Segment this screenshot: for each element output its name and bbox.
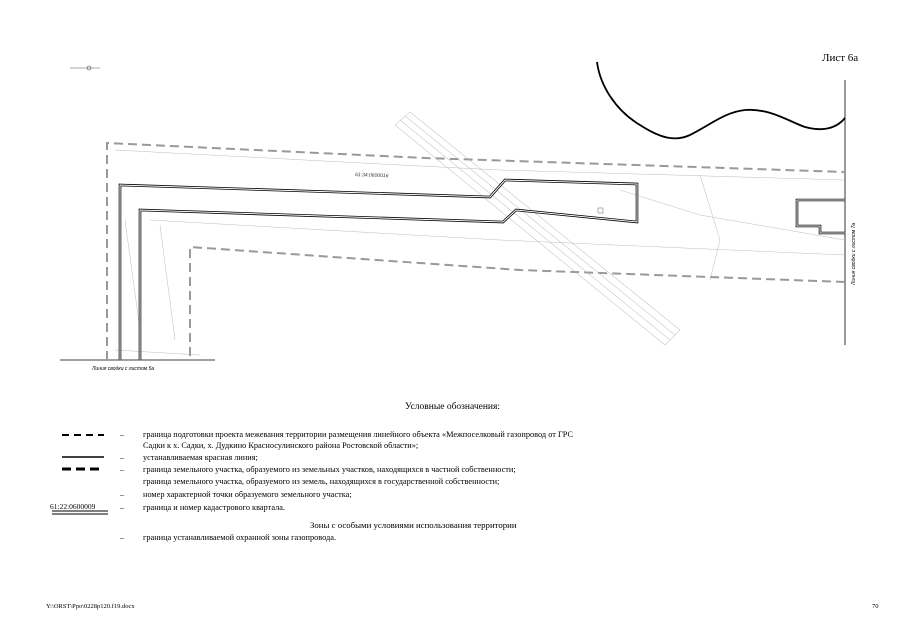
legend-text: граница и номер кадастрового квартала. xyxy=(143,503,285,512)
legend-title: Условные обозначения: xyxy=(405,402,501,412)
crossing-strip xyxy=(394,111,681,346)
legend-text: устанавливаемая красная линия; xyxy=(143,453,258,462)
legend-text: граница подготовки проекта межевания тер… xyxy=(143,430,573,439)
legend-dash: – xyxy=(120,453,125,462)
legend-text: граница земельного участка, образуемого … xyxy=(143,477,500,486)
parcel-code-label: 61:34:0600016 xyxy=(355,172,389,179)
legend-text: Садки к х. Садки, х. Дудкино Красносулин… xyxy=(143,441,419,450)
legend-text: граница земельного участка, образуемого … xyxy=(143,465,516,474)
north-arrow-icon xyxy=(70,65,100,71)
site-plan-map: 61:34:0600016 Линия сводки с листом 5а Л… xyxy=(60,61,857,372)
cadastral-code-label: 61:22:0600009 xyxy=(50,502,96,511)
bottom-junction-label: Линия сводки с листом 5а xyxy=(91,366,154,372)
footer-file-path: Y:\ORST\Ppo\0228p120.f19.docx xyxy=(46,603,135,610)
legend-dash: – xyxy=(120,465,125,474)
point-marker xyxy=(597,207,604,214)
legend-dash: – xyxy=(120,430,125,439)
pipeline-zone xyxy=(118,178,845,360)
legend-dash: – xyxy=(120,503,125,512)
parcel-lines xyxy=(114,149,846,356)
zones-title: Зоны с особыми условиями использования т… xyxy=(310,520,517,530)
legend-dash: – xyxy=(120,533,125,542)
sheet-label: Лист 6а xyxy=(822,52,859,64)
contour-line xyxy=(596,61,846,140)
legend-dash: – xyxy=(120,490,125,499)
project-boundary xyxy=(106,141,846,360)
legend-text: граница устанавливаемой охранной зоны га… xyxy=(143,533,337,542)
page-number: 70 xyxy=(872,603,879,610)
right-junction-label: Линия сводки с листом 7а xyxy=(851,223,857,286)
legend-text: номер характерной точки образуемого земе… xyxy=(143,490,352,499)
